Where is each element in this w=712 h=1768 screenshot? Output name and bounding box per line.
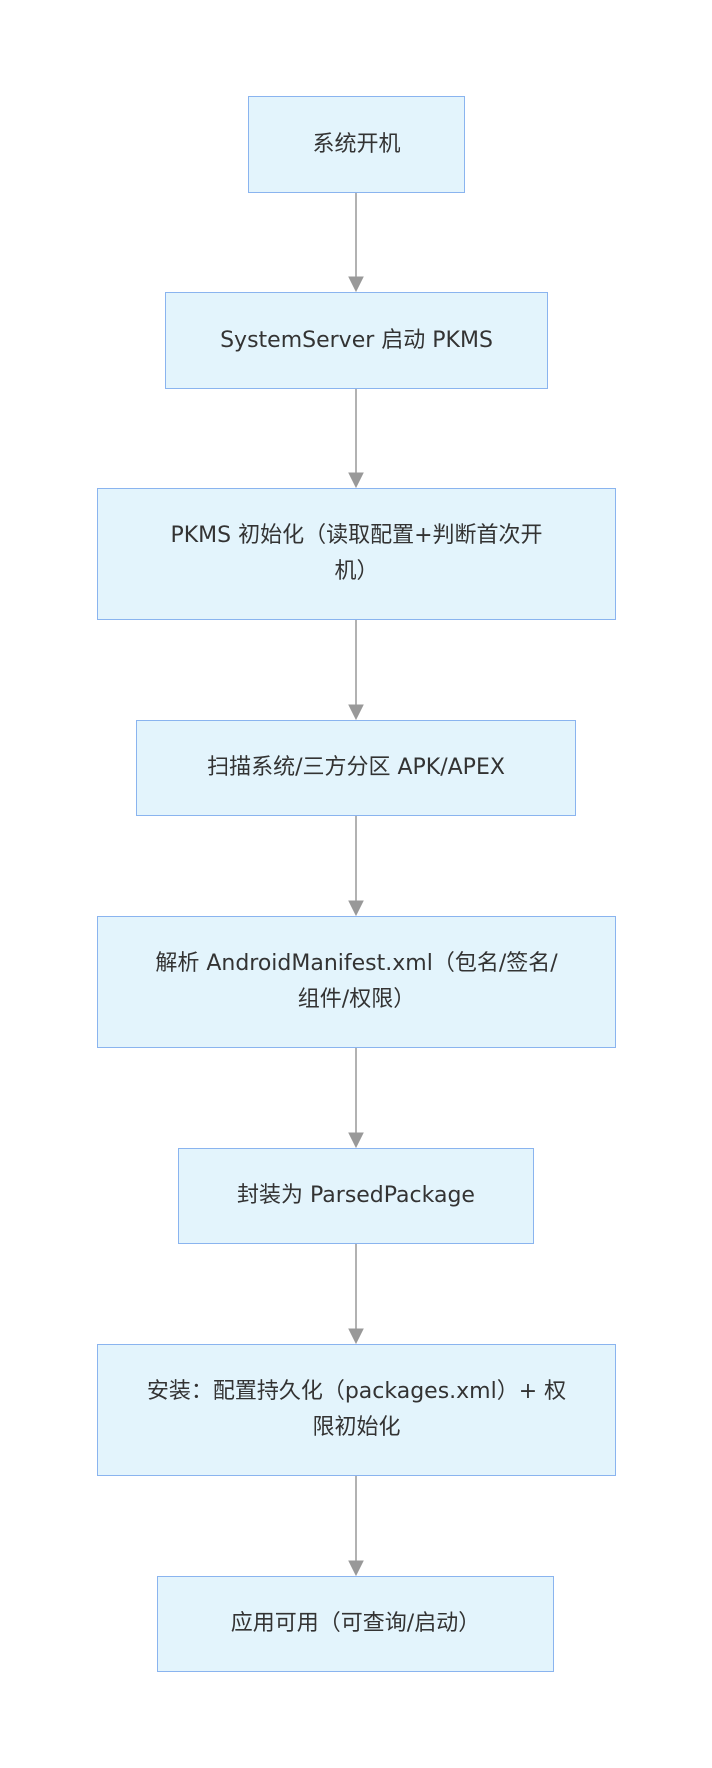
flow-edge-arrow bbox=[348, 1476, 364, 1577]
flow-node-label: 封装为 ParsedPackage bbox=[237, 1183, 475, 1208]
arrowhead-icon bbox=[348, 472, 364, 489]
flow-node-install: 安装：配置持久化（packages.xml）+ 权限初始化 bbox=[97, 1344, 616, 1476]
flow-edge-arrow bbox=[348, 620, 364, 721]
flow-node-systemserver: SystemServer 启动 PKMS bbox=[165, 292, 548, 389]
flow-node-parsed-package: 封装为 ParsedPackage bbox=[178, 1148, 534, 1244]
flow-node-scan: 扫描系统/三方分区 APK/APEX bbox=[136, 720, 576, 816]
arrowhead-icon bbox=[348, 704, 364, 721]
flow-node-parse-manifest: 解析 AndroidManifest.xml（包名/签名/组件/权限） bbox=[97, 916, 616, 1048]
flow-node-label: 解析 AndroidManifest.xml（包名/签名/组件/权限） bbox=[155, 951, 558, 1012]
arrowhead-icon bbox=[348, 1328, 364, 1345]
flow-edge-arrow bbox=[348, 1048, 364, 1149]
flow-node-label: SystemServer 启动 PKMS bbox=[220, 327, 493, 353]
flow-node-label: 应用可用（可查询/启动） bbox=[230, 1611, 481, 1636]
flow-node-pkms-init: PKMS 初始化（读取配置+判断首次开机） bbox=[97, 488, 616, 620]
arrowhead-icon bbox=[348, 1132, 364, 1149]
flow-edge-arrow bbox=[348, 389, 364, 489]
arrowhead-icon bbox=[348, 900, 364, 917]
flow-node-label: 扫描系统/三方分区 APK/APEX bbox=[207, 755, 505, 780]
flow-edge-arrow bbox=[348, 816, 364, 917]
flow-edge-arrow bbox=[348, 193, 364, 293]
flow-node-label: PKMS 初始化（读取配置+判断首次开机） bbox=[170, 523, 543, 584]
flow-node-label: 系统开机 bbox=[312, 131, 401, 157]
arrowhead-icon bbox=[348, 276, 364, 293]
flow-edge-arrow bbox=[348, 1244, 364, 1345]
arrowhead-icon bbox=[348, 1560, 364, 1577]
flow-node-label: 安装：配置持久化（packages.xml）+ 权限初始化 bbox=[146, 1379, 567, 1440]
flow-node-app-available: 应用可用（可查询/启动） bbox=[157, 1576, 554, 1672]
flow-node-boot: 系统开机 bbox=[248, 96, 465, 193]
